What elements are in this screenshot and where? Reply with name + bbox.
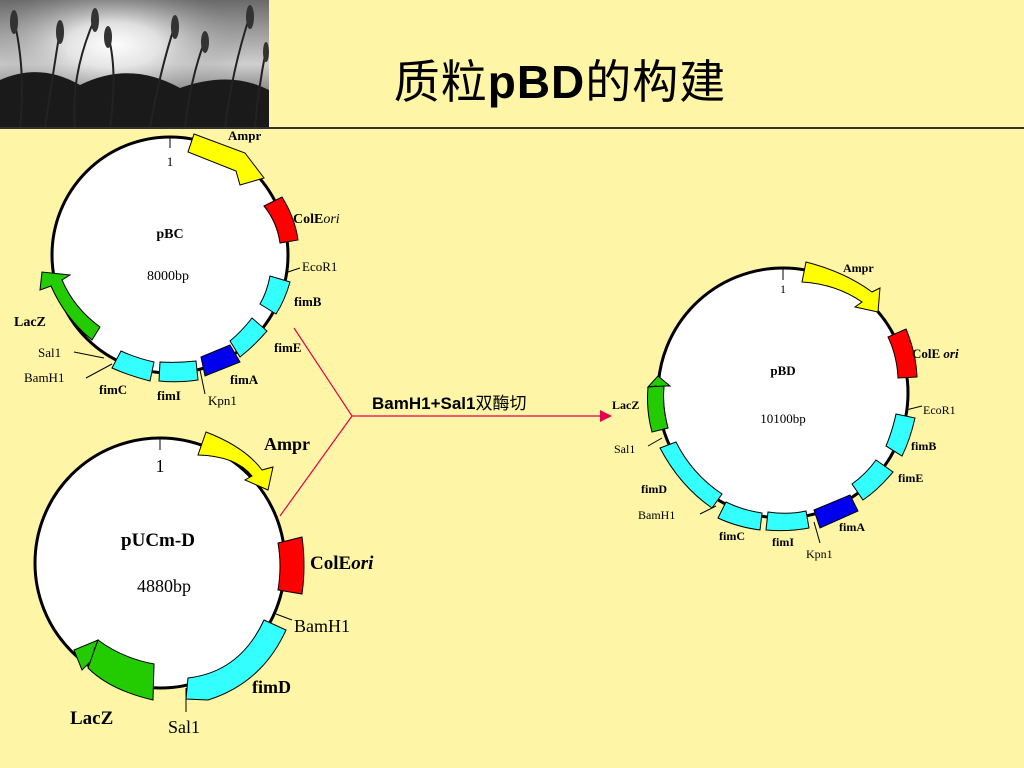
pbd-kpn1-tick bbox=[813, 521, 821, 544]
plasmid-pbc-map: 1 pBC 8000bp Ampr ColEori EcoR1 fimB fim… bbox=[14, 128, 340, 408]
pucm-lacz-label: LacZ bbox=[70, 708, 113, 729]
pbd-name: pBD bbox=[770, 363, 795, 378]
pbd-ecor1-label: EcoR1 bbox=[923, 403, 956, 417]
pbd-lacz-label: LacZ bbox=[612, 398, 639, 412]
pbc-cole-label: ColEori bbox=[293, 212, 340, 227]
pucm-fimd-label: fimD bbox=[252, 677, 291, 697]
pbd-fime-label: fimE bbox=[898, 471, 923, 485]
pbc-bamh1-label: BamH1 bbox=[24, 370, 64, 385]
pbd-sal1-tick bbox=[647, 437, 663, 447]
pbd-lacz-body bbox=[647, 385, 669, 433]
plasmid-pucm-map: 1 pUCm-D 4880bp Ampr ColEori BamH1 fimD … bbox=[33, 431, 374, 737]
pucm-cole-ori bbox=[277, 536, 305, 595]
pbc-fimb-label: fimB bbox=[294, 294, 322, 309]
pbc-name: pBC bbox=[156, 227, 183, 242]
pbd-fimi-gene bbox=[765, 510, 810, 532]
pbd-fimc-gene bbox=[717, 501, 763, 531]
pbc-kpn1-label: Kpn1 bbox=[208, 393, 237, 408]
pucm-cole-label: ColEori bbox=[310, 553, 374, 574]
pbc-fima-label: fimA bbox=[230, 372, 259, 387]
pbc-ecor1-tick bbox=[287, 267, 301, 273]
pbd-size: 10100bp bbox=[760, 411, 806, 426]
digest-connector bbox=[279, 327, 602, 517]
pbc-ampr-label: Ampr bbox=[228, 128, 261, 143]
pbd-fimi-label: fimI bbox=[772, 535, 794, 549]
pucm-size: 4880bp bbox=[137, 576, 191, 596]
pbd-fimb-label: fimB bbox=[911, 439, 936, 453]
pbd-ampr-label: Ampr bbox=[843, 261, 874, 275]
pbc-ampr-gene bbox=[187, 133, 265, 186]
pucm-start-label: 1 bbox=[156, 456, 165, 476]
pbd-cole-ori bbox=[887, 328, 918, 379]
pbc-fime-label: fimE bbox=[274, 340, 301, 355]
pbd-fime-gene bbox=[851, 459, 894, 501]
pucm-lacz-body bbox=[87, 639, 155, 701]
slide-title: 质粒pBD的构建 bbox=[393, 55, 727, 109]
pbd-fimb-gene bbox=[885, 413, 916, 457]
pbc-start-label: 1 bbox=[167, 154, 174, 169]
pbd-fimc-label: fimC bbox=[719, 529, 745, 543]
pucm-bamh1-label: BamH1 bbox=[294, 616, 350, 636]
plasmid-pbd-map: 1 pBD 10100bp Ampr ColE ori EcoR1 fimB f… bbox=[612, 261, 959, 561]
pucm-bamh1-tick bbox=[275, 613, 293, 621]
pbd-bamh1-label: BamH1 bbox=[638, 508, 675, 522]
pbc-fime-gene bbox=[229, 317, 268, 358]
pbd-ampr-gene bbox=[801, 261, 881, 313]
digest-label: BamH1+Sal1双酶切 bbox=[372, 394, 526, 414]
pbc-bamh1-tick bbox=[85, 363, 113, 379]
digest-arrowhead bbox=[600, 410, 612, 422]
pbd-fimd-gene bbox=[659, 441, 723, 509]
pbc-cole-ori bbox=[263, 196, 299, 244]
pbc-sal1-label: Sal1 bbox=[38, 345, 61, 360]
pbc-kpn1-tick bbox=[199, 369, 206, 395]
pbc-lacz-label: LacZ bbox=[14, 315, 46, 330]
pucm-fimd-gene bbox=[185, 619, 287, 701]
pbc-sal1-tick bbox=[73, 351, 105, 359]
pbc-ecor1-label: EcoR1 bbox=[302, 259, 337, 274]
pbd-ecor1-tick bbox=[905, 405, 923, 411]
pbc-lacz-gene bbox=[39, 271, 101, 341]
pucm-name: pUCm-D bbox=[121, 530, 195, 551]
pbd-fimd-label: fimD bbox=[641, 482, 667, 496]
pbd-fima-label: fimA bbox=[839, 520, 865, 534]
pbd-kpn1-label: Kpn1 bbox=[806, 547, 833, 561]
pucm-sal1-label: Sal1 bbox=[168, 717, 200, 737]
pbc-fimc-label: fimC bbox=[99, 382, 127, 397]
pucm-ampr-gene bbox=[197, 431, 274, 491]
pbd-fima-gene bbox=[813, 494, 859, 529]
pucm-ampr-label: Ampr bbox=[264, 434, 310, 454]
pbc-fimc-gene bbox=[111, 350, 155, 382]
wheat-field-photo bbox=[0, 0, 269, 129]
pbc-fimb-gene bbox=[259, 275, 291, 315]
pbd-bamh1-tick bbox=[699, 505, 717, 515]
pbc-fimi-label: fimI bbox=[157, 388, 181, 403]
pbc-fima-gene bbox=[200, 344, 241, 377]
pbd-start-label: 1 bbox=[780, 282, 786, 296]
pbc-size: 8000bp bbox=[147, 269, 189, 284]
pbd-cole-label: ColE ori bbox=[912, 346, 959, 361]
pbd-sal1-label: Sal1 bbox=[614, 442, 635, 456]
pbc-fimi-gene bbox=[158, 360, 199, 383]
